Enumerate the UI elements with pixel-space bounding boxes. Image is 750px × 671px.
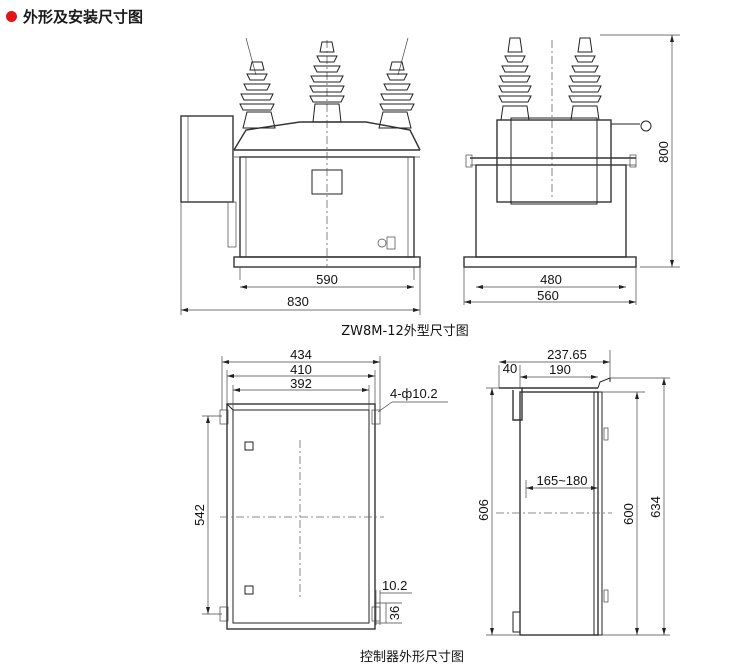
bushing-right [378,37,415,129]
side-bushing-left [498,37,532,121]
controller-side-dim-606: 606 [476,499,491,521]
bushing-center [309,41,345,123]
controller-hole-label: 4-ф10.2 [390,386,438,401]
controller-dim-36: 36 [387,606,402,620]
controller-caption: 控制器外形尺寸图 [360,650,464,665]
controller-side-dim-634: 634 [648,496,663,518]
controller-side-dim-40: 40 [503,361,517,376]
breaker-front-dim-830: 830 [287,294,309,309]
section-header: 外形及安装尺寸图 [6,4,143,28]
controller-front-view: 434 410 392 4-ф10.2 542 10.2 36 [192,347,448,630]
controller-side-dim-190: 190 [549,362,571,377]
breaker-side-dim-480: 480 [540,272,562,287]
bullet-dot-icon [6,10,17,22]
breaker-side-dim-560: 560 [537,288,559,303]
bushing-left [239,37,276,129]
controller-front-cabinet [226,403,376,630]
controller-side-view: 40 237.65 190 165~180 606 600 634 [476,347,670,636]
breaker-front-mechanism-box [180,115,234,203]
breaker-caption: ZW8M-12外型尺寸图 [341,324,468,339]
controller-dim-10-2: 10.2 [382,578,407,593]
breaker-front-view: 590 830 ZW8M-12外型尺寸图 [180,37,469,339]
controller-side-body [519,391,599,636]
controller-dim-434: 434 [290,347,312,362]
breaker-side-view: 480 560 800 [463,34,680,305]
controller-dim-410: 410 [290,362,312,377]
controller-dim-392: 392 [290,376,312,391]
section-title: 外形及安装尺寸图 [23,7,144,26]
controller-side-dim-165-180: 165~180 [537,473,588,488]
controller-dim-542: 542 [192,504,207,526]
breaker-side-dim-800: 800 [656,141,671,163]
controller-side-dim-237-65: 237.65 [547,347,587,362]
side-bushing-right [568,37,602,121]
breaker-front-dim-590: 590 [316,272,338,287]
controller-side-dim-600: 600 [621,503,636,525]
